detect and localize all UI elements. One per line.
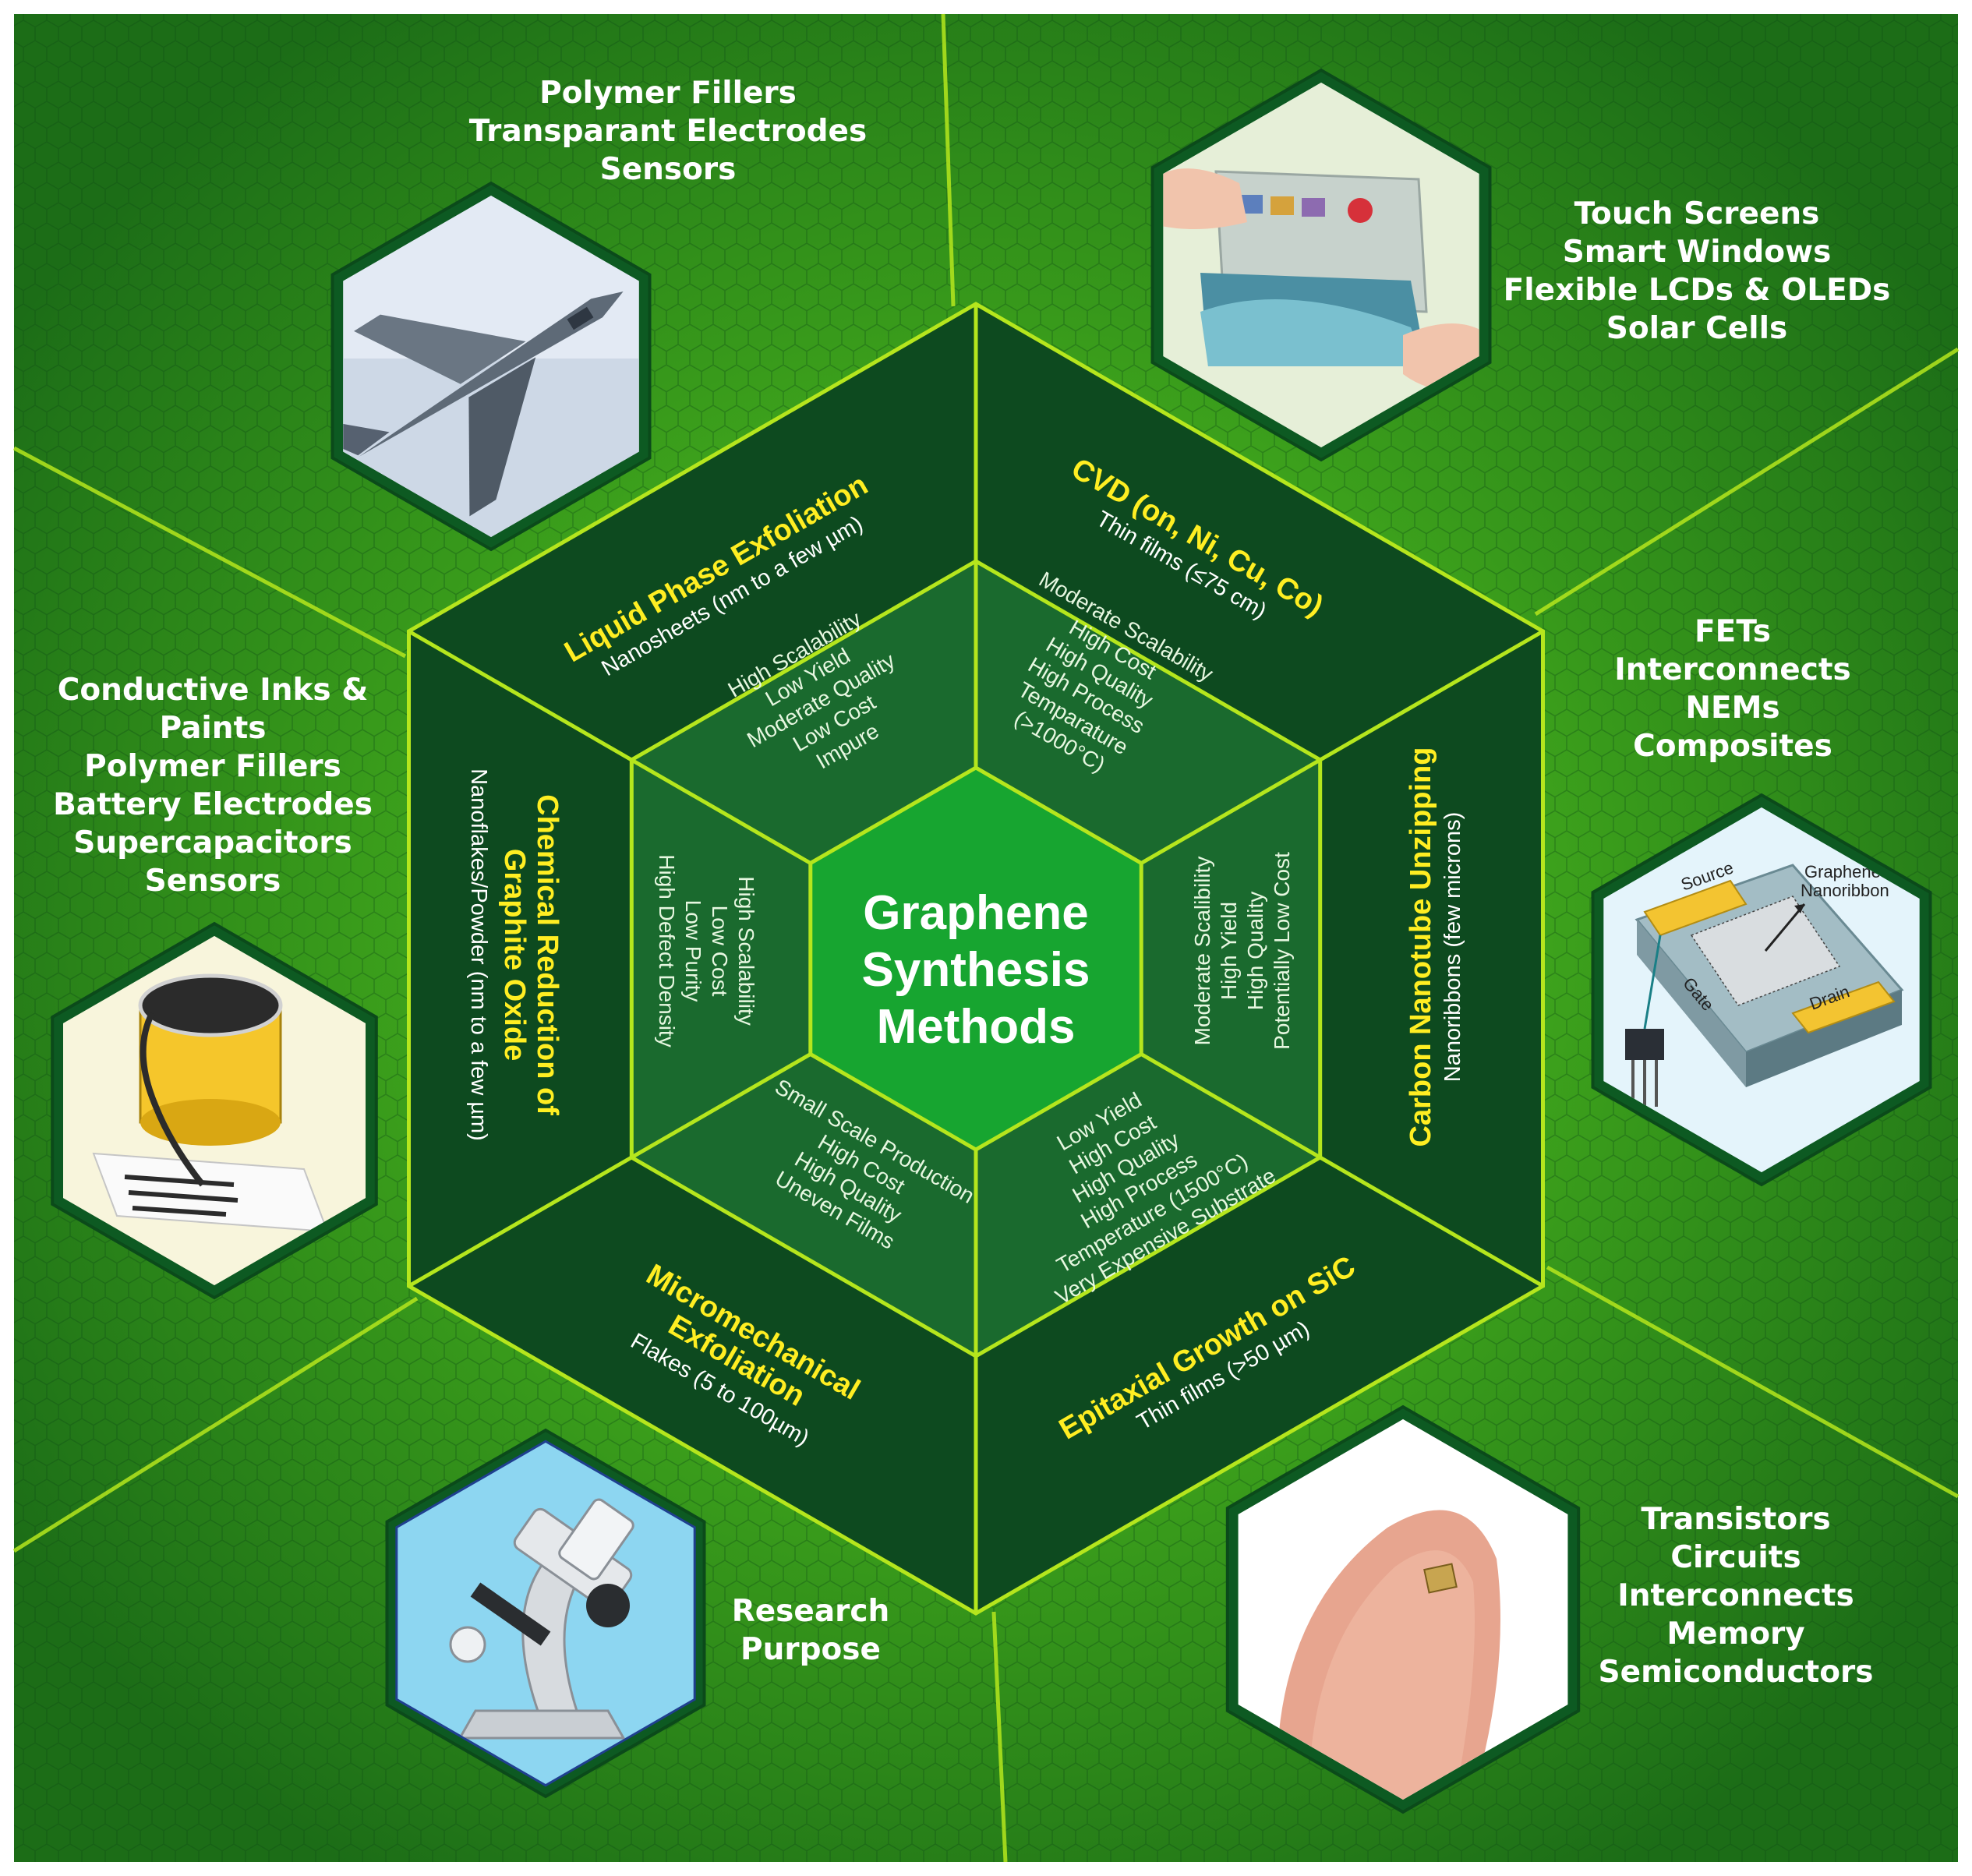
property: High Yield xyxy=(1217,902,1241,1000)
method-cnt-unzipping: Carbon Nanotube Unzipping Nanoribbons (f… xyxy=(1405,747,1465,1147)
method-title: Graphite Oxide xyxy=(498,849,531,1061)
applications-top-right: Touch Screens Smart Windows Flexible LCD… xyxy=(1504,196,1891,346)
application-item: NEMs xyxy=(1685,691,1779,726)
method-subtitle: Nanoribbons (few microns) xyxy=(1440,812,1465,1083)
application-item: Purpose xyxy=(740,1632,881,1667)
method-title: Carbon Nanotube Unzipping xyxy=(1405,747,1437,1147)
application-item: Smart Windows xyxy=(1563,235,1832,270)
application-item: Flexible LCDs & OLEDs xyxy=(1504,273,1891,308)
property: Low Cost xyxy=(708,906,732,997)
application-item: Transistors xyxy=(1641,1502,1830,1537)
radial-divider-lines xyxy=(12,13,1960,1863)
props-epitaxial: Low Yield High Cost High Quality High Pr… xyxy=(1051,1087,1280,1309)
application-item: Conductive Inks & xyxy=(58,673,368,708)
application-item: Composites xyxy=(1633,729,1832,764)
applications-bottom-left: Research Purpose xyxy=(732,1594,890,1667)
application-item: Supercapacitors xyxy=(73,825,352,860)
center-line-2: Synthesis xyxy=(862,943,1090,997)
application-item: Solar Cells xyxy=(1606,311,1787,346)
application-item: Touch Screens xyxy=(1574,196,1820,231)
property: Moderate Scalibility xyxy=(1190,857,1214,1046)
method-subtitle: Nanoflakes/Powder (nm to a few µm) xyxy=(466,768,491,1141)
center-line-1: Graphene xyxy=(863,886,1088,940)
fingertip-chip-photo xyxy=(1225,1404,1581,1814)
applications-left: Conductive Inks & Paints Polymer Fillers… xyxy=(53,673,373,899)
property: High Quality xyxy=(1243,892,1267,1011)
microscope-icon xyxy=(385,1428,706,1799)
application-item: Polymer Fillers xyxy=(539,76,797,111)
application-item: FETs xyxy=(1695,614,1771,649)
ribbon-label: Nanoribbon xyxy=(1801,881,1889,900)
flexible-display-photo xyxy=(1150,68,1492,462)
application-item: Sensors xyxy=(145,864,281,899)
center-title: Graphene Synthesis Methods xyxy=(862,886,1090,1054)
application-item: Memory xyxy=(1666,1616,1804,1652)
property: Potentially Low Cost xyxy=(1270,852,1294,1050)
ring-spoke xyxy=(408,629,812,865)
applications-bottom-right: Transistors Circuits Interconnects Memor… xyxy=(1599,1502,1874,1690)
applications-right: FETs Interconnects NEMs Composites xyxy=(1614,614,1850,764)
application-item: Semiconductors xyxy=(1599,1655,1874,1690)
ink-can-icon xyxy=(51,921,378,1300)
application-item: Transparant Electrodes xyxy=(469,114,867,149)
transistor-diagram: Source Drain Gate Graphene Nanoribbon xyxy=(1591,793,1932,1187)
application-item: Polymer Fillers xyxy=(84,749,341,784)
ring-spoke xyxy=(408,1052,812,1288)
props-chemical-reduction: High Scalability Low Cost Low Purity Hig… xyxy=(655,854,758,1047)
application-item: Interconnects xyxy=(1617,1578,1854,1613)
center-line-3: Methods xyxy=(877,1000,1076,1054)
application-item: Paints xyxy=(160,711,267,746)
ring-spoke xyxy=(1140,629,1544,865)
ring-spokes xyxy=(408,304,1544,1613)
application-item: Circuits xyxy=(1670,1540,1801,1575)
props-cnt-unzipping: Moderate Scalibility High Yield High Qua… xyxy=(1190,852,1294,1050)
property: High Scalability xyxy=(734,876,758,1025)
application-item: Interconnects xyxy=(1614,652,1850,687)
ring-spoke xyxy=(1140,1052,1544,1288)
application-item: Battery Electrodes xyxy=(53,787,373,822)
application-item: Research xyxy=(732,1594,890,1629)
property: High Defect Density xyxy=(655,854,679,1047)
property: Low Purity xyxy=(681,900,705,1002)
method-chemical-reduction: Chemical Reduction of Graphite Oxide Nan… xyxy=(466,768,564,1141)
application-item: Sensors xyxy=(600,152,737,187)
method-title: Chemical Reduction of xyxy=(531,794,564,1115)
applications-top-left: Polymer Fillers Transparant Electrodes S… xyxy=(469,76,867,187)
